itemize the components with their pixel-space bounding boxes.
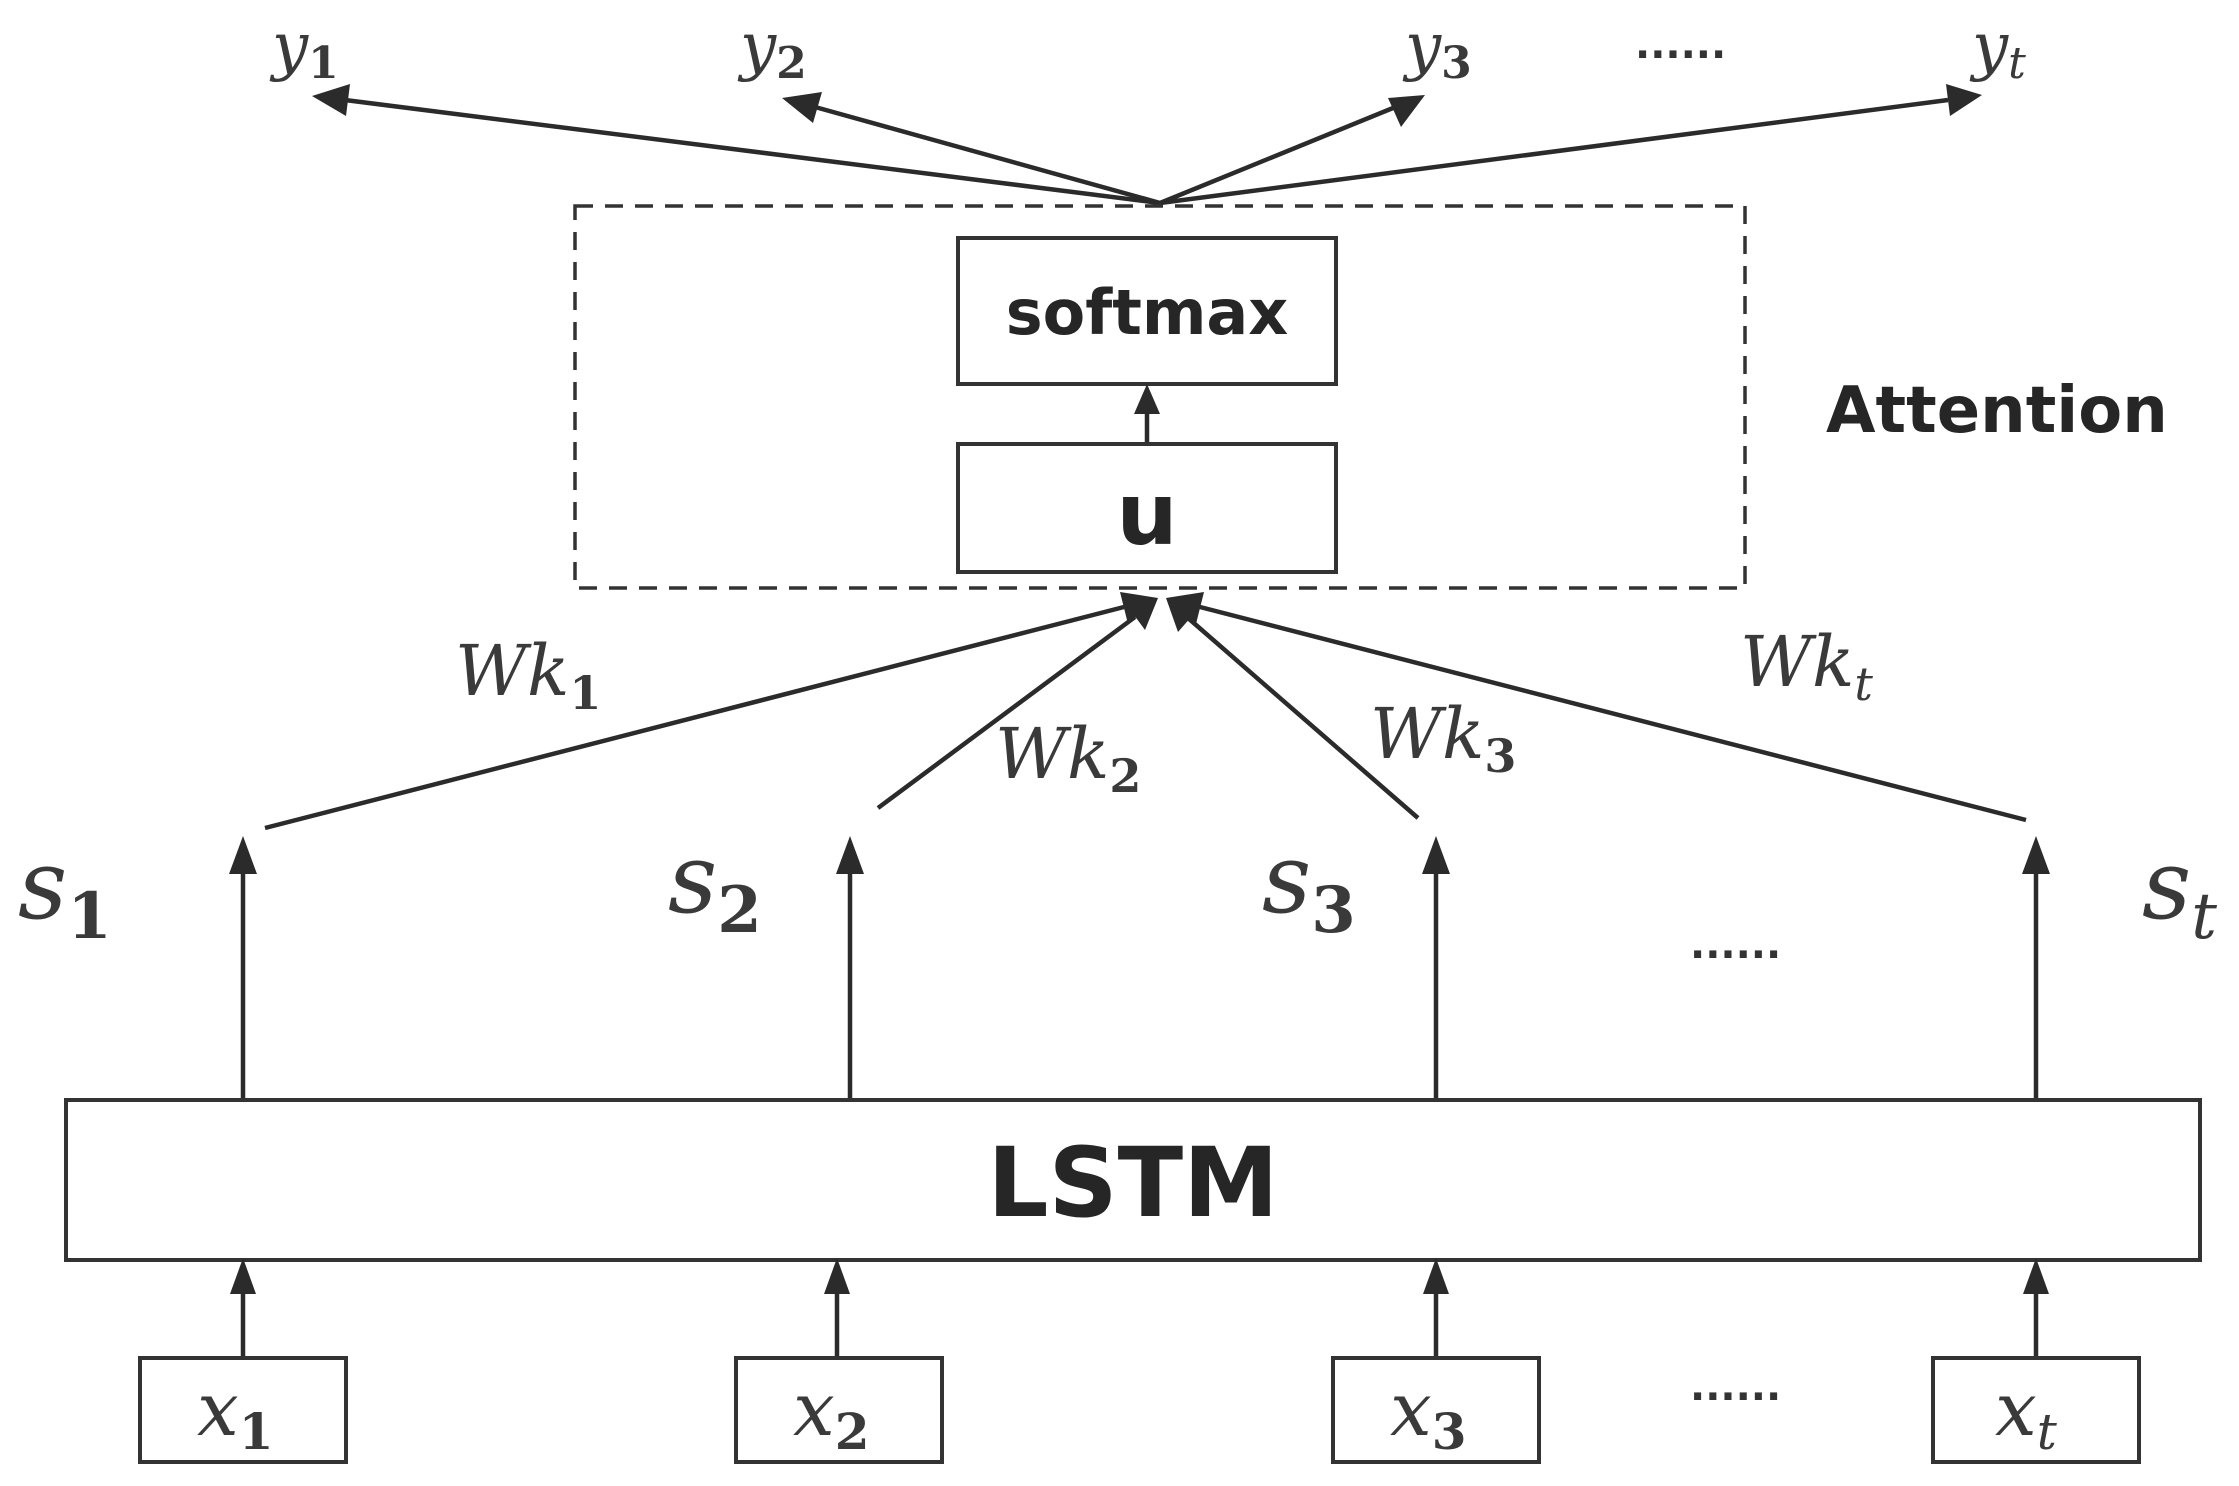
arrowhead-in-x3 bbox=[1423, 1258, 1449, 1294]
hidden-label-s1: s1 bbox=[18, 829, 112, 954]
hidden-label-s3: s3 bbox=[1262, 823, 1356, 948]
hidden-label-st: st bbox=[2142, 829, 2217, 954]
output-label-y2: y2 bbox=[737, 10, 807, 89]
arrowhead-yt bbox=[1946, 84, 1982, 116]
softmax-box bbox=[956, 236, 1338, 386]
weight-arrows bbox=[264, 592, 2027, 831]
lstm-box bbox=[64, 1098, 2202, 1262]
arrowhead-wkt bbox=[1166, 592, 1204, 624]
arrow-to-yt bbox=[1159, 97, 1949, 206]
weight-label-wk1: Wk1 bbox=[455, 630, 601, 720]
input-box-xt bbox=[1931, 1356, 2141, 1464]
hidden-state-arrows bbox=[229, 836, 2050, 1100]
output-label-y3: y3 bbox=[1402, 10, 1472, 89]
input-box-x3 bbox=[1331, 1356, 1541, 1464]
arrow-to-y1 bbox=[344, 97, 1161, 206]
output-ellipsis: ...... bbox=[1635, 22, 1726, 68]
arrow-to-y2 bbox=[814, 104, 1161, 206]
arrowhead-s2 bbox=[836, 836, 864, 874]
lstm-label: LSTM bbox=[987, 1127, 1278, 1239]
u-box bbox=[956, 442, 1338, 574]
attention-label: Attention bbox=[1826, 374, 2168, 448]
input-box-x2 bbox=[734, 1356, 944, 1464]
output-arrows bbox=[312, 84, 1982, 206]
u-label: u bbox=[1116, 465, 1177, 565]
weight-label-wk3: Wk3 bbox=[1370, 693, 1516, 783]
arrowhead-in-xt bbox=[2023, 1258, 2049, 1294]
arrow-s1-to-u bbox=[264, 604, 1125, 831]
input-label-xt: xt bbox=[1995, 1367, 2058, 1461]
input-label-x2: x2 bbox=[793, 1367, 870, 1461]
input-label-x1: x1 bbox=[197, 1367, 274, 1461]
arrowhead-y1 bbox=[312, 84, 350, 116]
arrowhead-in-x1 bbox=[230, 1258, 256, 1294]
arrow-st-to-u bbox=[1199, 604, 2027, 823]
attention-region bbox=[573, 204, 1747, 590]
arrowhead-s1 bbox=[229, 836, 257, 874]
hidden-ellipsis: ...... bbox=[1690, 922, 1781, 968]
arrow-s2-to-u bbox=[876, 615, 1137, 810]
arrow-s3-to-u bbox=[1186, 616, 1420, 820]
arrowhead-st bbox=[2022, 836, 2050, 874]
output-label-yt: yt bbox=[1969, 10, 2026, 89]
arrowhead-wk2 bbox=[1126, 598, 1158, 630]
arrowhead-y2 bbox=[782, 92, 822, 123]
arrowhead-y3 bbox=[1388, 95, 1425, 127]
weight-label-wk2: Wk2 bbox=[995, 713, 1141, 803]
input-label-x3: x3 bbox=[1390, 1367, 1467, 1461]
output-label-y1: y1 bbox=[269, 10, 339, 89]
arrowhead-softmax bbox=[1134, 384, 1160, 414]
input-arrows bbox=[230, 1258, 2049, 1358]
hidden-label-s2: s2 bbox=[668, 823, 762, 948]
softmax-label: softmax bbox=[1006, 276, 1289, 349]
arrow-to-y3 bbox=[1159, 105, 1394, 206]
input-box-x1 bbox=[138, 1356, 348, 1464]
arrowhead-in-x2 bbox=[824, 1258, 850, 1294]
input-ellipsis: ...... bbox=[1690, 1364, 1781, 1410]
weight-label-wkt: Wkt bbox=[1740, 621, 1873, 711]
arrowhead-s3 bbox=[1422, 836, 1450, 874]
